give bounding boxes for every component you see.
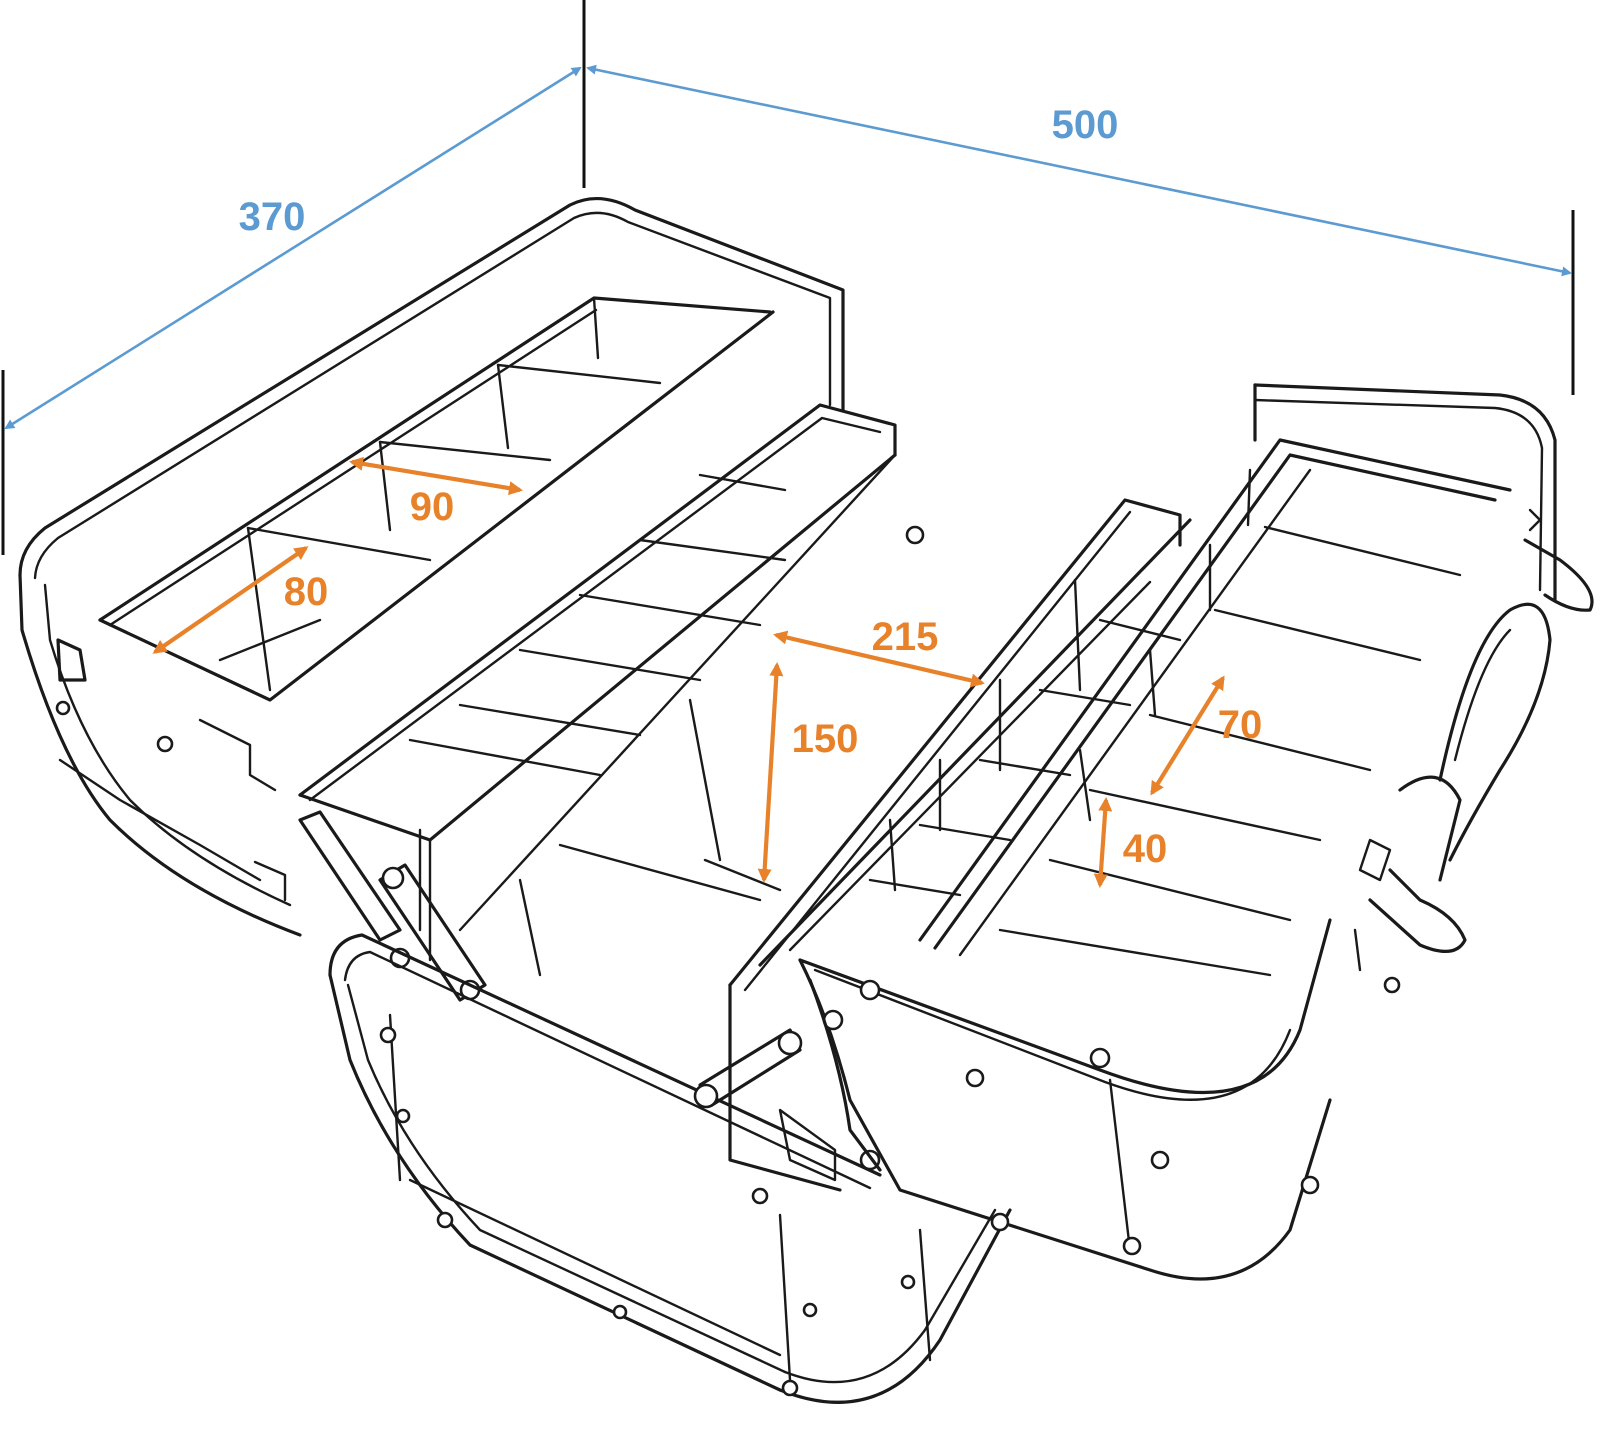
compartment-80-arrow [152,546,309,654]
compartment-90-label: 90 [410,485,455,529]
left-hinge-arm [298,810,487,1002]
compartment-70-arrow [1150,675,1225,796]
base-box [328,933,1012,1404]
outer-dimensions: 370 500 [1,0,1575,555]
height-40-arrow [1093,797,1113,888]
height-40-label: 40 [1123,827,1168,871]
width-label: 500 [1052,103,1119,147]
depth-dimension-arrow [4,66,582,430]
inner-dimensions: 90 80 215 150 70 40 [152,456,1263,888]
compartment-90-arrow [349,456,523,496]
right-hinge-arm [693,978,882,1172]
width-dimension-arrow [586,64,1572,277]
depth-label: 370 [239,195,306,239]
tray-rivet [905,525,925,545]
tray-215-arrow [773,630,985,688]
case-drawing [18,196,1594,1404]
base-interior [518,698,837,1182]
compartment-80-label: 80 [284,570,329,614]
tray-215-label: 215 [872,615,939,659]
height-150-arrow [757,662,784,883]
right-lid [798,383,1557,1281]
compartment-70-label: 70 [1218,703,1263,747]
right-upper-tray [918,438,1512,977]
handle-and-latch [1353,508,1594,994]
upper-cantilever-tray [298,403,897,962]
lower-cantilever-tray [728,498,1192,1192]
height-150-label: 150 [792,717,859,761]
